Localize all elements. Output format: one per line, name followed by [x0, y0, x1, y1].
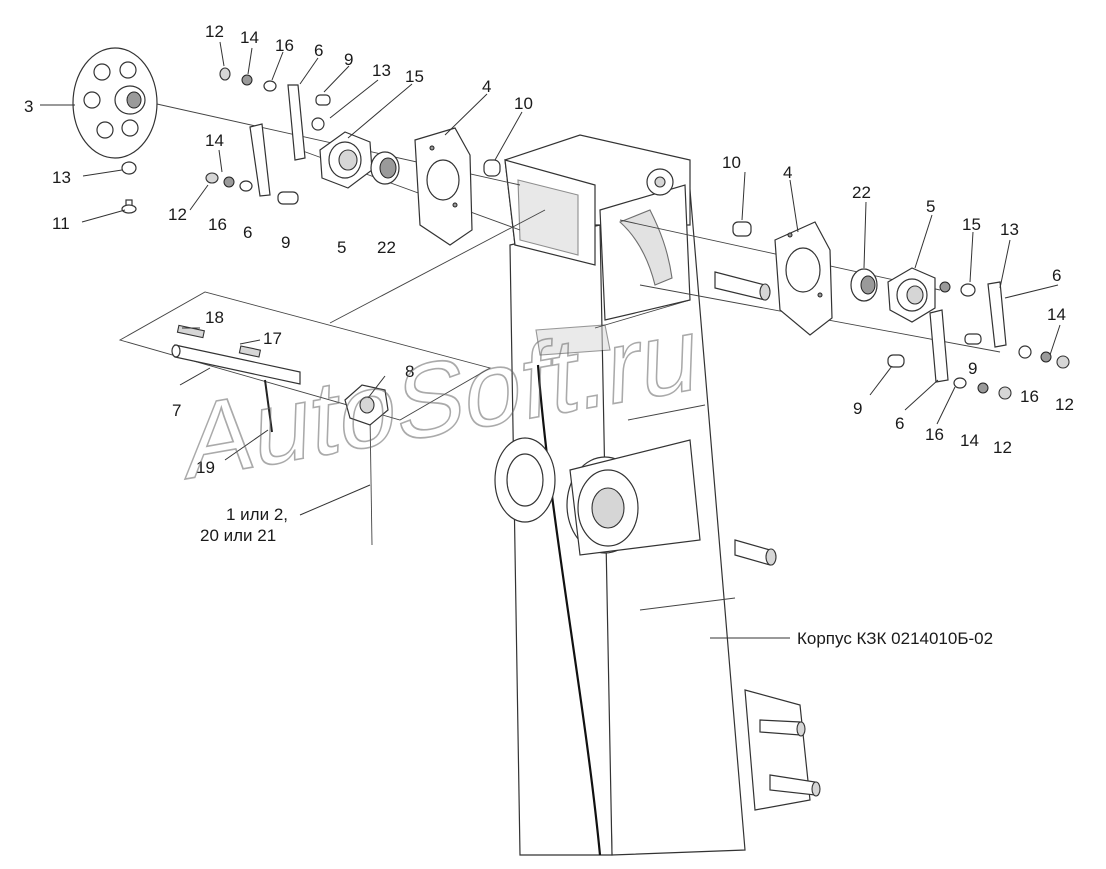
plate-part-4-right [774, 221, 833, 336]
label-part-9-top: 9 [344, 50, 353, 69]
label-part-7: 7 [172, 401, 181, 420]
label-part-18: 18 [205, 308, 224, 327]
flange-part-5-left [319, 131, 373, 189]
label-part-17: 17 [263, 329, 282, 348]
label-part-15-left: 15 [405, 67, 424, 86]
label-part-16-right-b: 16 [925, 425, 944, 444]
label-part-12-right-b: 12 [993, 438, 1012, 457]
bearing-part-22-left [370, 151, 400, 185]
bolt-part-11 [121, 161, 137, 214]
label-part-14-left: 14 [205, 131, 224, 150]
label-part-5-left: 5 [337, 238, 346, 257]
bolt-part-10-right [732, 221, 752, 237]
label-part-12-left: 12 [168, 205, 187, 224]
label-part-19: 19 [196, 458, 215, 477]
label-part-13-left: 13 [52, 168, 71, 187]
label-part-14-right-b: 14 [960, 431, 979, 450]
label-part-8: 8 [405, 362, 414, 381]
label-part-22-left: 22 [377, 238, 396, 257]
label-part-9-left: 9 [281, 233, 290, 252]
label-part-12-right-a: 12 [1055, 395, 1074, 414]
label-part-16-right-a: 16 [1020, 387, 1039, 406]
label-part-6-right: 6 [1052, 266, 1061, 285]
shaft-panel [118, 291, 492, 433]
bolt-part-10-left [483, 159, 501, 177]
plate-part-4-left [414, 127, 473, 246]
label-part-15-right: 15 [962, 215, 981, 234]
label-part-13-top: 13 [372, 61, 391, 80]
flange-part-5-right [887, 267, 936, 323]
fasteners-left-top [205, 67, 331, 205]
label-part-10-left: 10 [514, 94, 533, 113]
label-part-22-right: 22 [852, 183, 871, 202]
label-part-11: 11 [52, 214, 70, 233]
label-part-14-top: 14 [240, 28, 259, 47]
label-part-14-right: 14 [1047, 305, 1066, 324]
label-part-4-left: 4 [482, 77, 491, 96]
label-part-9-right-b: 9 [853, 399, 862, 418]
label-part-13-right: 13 [1000, 220, 1019, 239]
label-part-6-right-b: 6 [895, 414, 904, 433]
label-part-6-top: 6 [314, 41, 323, 60]
label-part-3: 3 [24, 97, 33, 116]
bearing-part-22-right [850, 268, 878, 302]
label-part-16-top: 16 [275, 36, 294, 55]
label-part-5-right: 5 [926, 197, 935, 216]
part-number-labels: 3 13 11 12 14 16 6 9 13 15 4 10 14 12 16… [24, 22, 1074, 648]
label-part-6-left: 6 [243, 223, 252, 242]
variant-note-line1: 1 или 2, [226, 505, 288, 524]
pulley-part-3 [72, 47, 158, 159]
label-part-12-top: 12 [205, 22, 224, 41]
housing-body [494, 134, 821, 856]
label-part-9-right-a: 9 [968, 359, 977, 378]
fasteners-right [887, 281, 1070, 400]
label-part-16-left: 16 [208, 215, 227, 234]
housing-label: Корпус КЗК 0214010Б-02 [797, 629, 993, 648]
variant-note-line2: 20 или 21 [200, 526, 276, 545]
leader-lines [40, 41, 1061, 639]
label-part-10-right: 10 [722, 153, 741, 172]
label-part-4-right: 4 [783, 163, 792, 182]
